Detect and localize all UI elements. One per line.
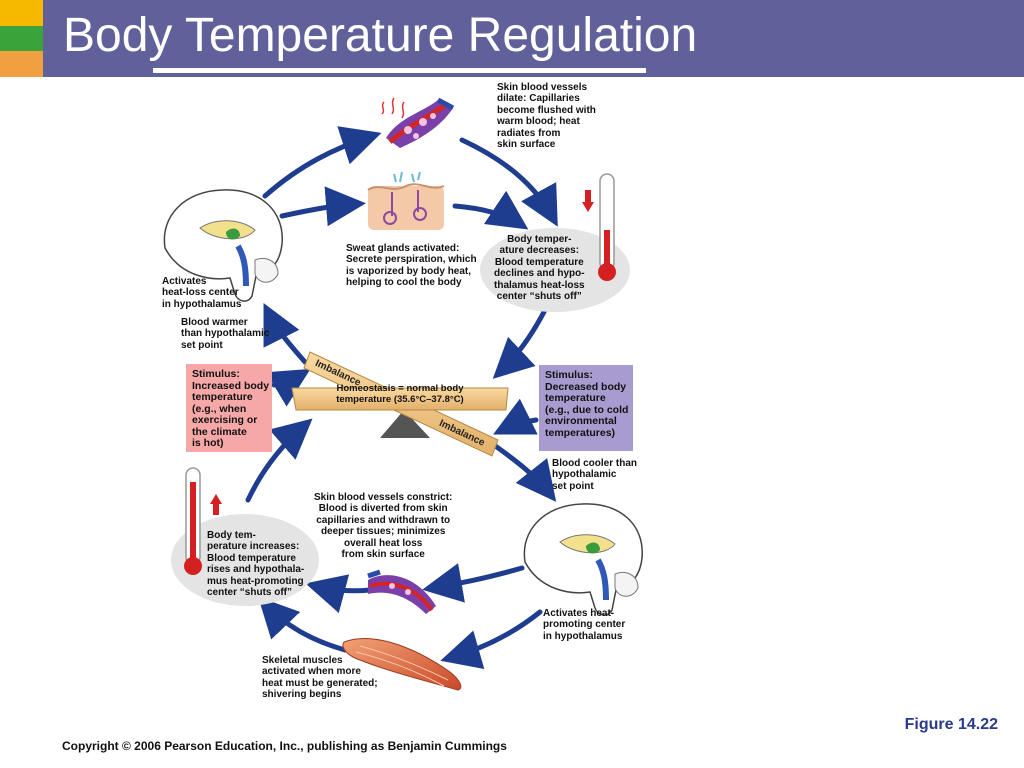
arrow-increase-to-balance: [245, 418, 313, 503]
thermometer-hot-icon: [171, 467, 319, 606]
copyright-text: Copyright © 2006 Pearson Education, Inc.…: [62, 739, 507, 753]
title-bar: [43, 0, 1024, 77]
homeostasis-def: = normal body: [395, 383, 464, 394]
accent-square-green: [0, 26, 43, 51]
stimulus-hot-heading: Stimulus:: [192, 368, 240, 380]
arrow-to-dilate: [262, 126, 382, 199]
label-sweat-glands: Sweat glands activated: Secrete perspira…: [346, 243, 477, 289]
homeostasis-range: temperature (35.6°C–37.8°C): [336, 394, 464, 405]
stimulus-cold-text: Decreased body temperature (e.g., due to…: [545, 380, 629, 439]
brain-icon-2: [523, 503, 643, 616]
sweat-gland-icon: [367, 171, 445, 230]
arrow-stim-cold: [493, 398, 539, 435]
arrow-constrict-to-increase: [305, 574, 373, 614]
arrow-down-icon: [582, 202, 594, 212]
accent-square-yellow: [0, 0, 43, 26]
dilated-capillaries-icon: [381, 97, 455, 148]
slide-title: Body Temperature Regulation: [63, 9, 698, 62]
arrow-decrease-to-balance: [492, 307, 548, 379]
figure-top-edge: [153, 68, 646, 73]
label-skin-vessels-dilate: Skin blood vessels dilate: Capillaries b…: [497, 82, 596, 151]
label-skeletal-muscles: Skeletal muscles activated when more hea…: [262, 655, 378, 701]
stimulus-cold-heading: Stimulus:: [545, 369, 593, 381]
label-blood-cooler: Blood cooler than hypothalamic set point: [552, 458, 637, 492]
label-blood-warmer: Blood warmer than hypothalamic set point: [181, 317, 270, 351]
arrow-muscle-to-increase: [258, 596, 348, 653]
arrow-up-icon: [210, 494, 222, 504]
seesaw-balance: [291, 351, 509, 457]
skeletal-muscle-icon: [342, 638, 462, 691]
label-heat-loss-center: Activates heat-loss center in hypothalam…: [162, 276, 242, 310]
brain-icon: [163, 189, 283, 302]
arrow-dilate-to-decrease: [459, 137, 558, 227]
label-skin-vessels-constrict: Skin blood vessels constrict: Blood is d…: [314, 492, 453, 561]
figure-label: Figure 14.22: [904, 716, 998, 733]
arrow-balance-to-brain2: [491, 442, 557, 502]
homeostasis-term: Homeostasis: [336, 383, 396, 394]
arrow-balance-to-brain: [263, 303, 308, 365]
arrow-to-sweat: [279, 186, 366, 227]
accent-square-orange: [0, 51, 43, 77]
constricted-capillaries-icon: [367, 569, 436, 614]
arrow-brain2-to-constrict: [422, 563, 525, 603]
arrow-brain2-to-muscle: [440, 609, 543, 669]
stimulus-hot-box: Stimulus:Increased body temperature (e.g…: [186, 364, 272, 452]
label-temp-increases: Body tem- perature increases: Blood temp…: [207, 530, 305, 599]
arrow-stim-hot: [265, 368, 311, 407]
label-heat-promoting-center: Activates heat- promoting center in hypo…: [543, 608, 626, 642]
stimulus-hot-text: Increased body temperature (e.g., when e…: [192, 379, 270, 449]
label-temp-decreases: Body temper- ature decreases: Blood temp…: [494, 234, 585, 303]
stimulus-cold-box: Stimulus:Decreased body temperature (e.g…: [539, 365, 633, 451]
thermometer-cold-icon: [480, 173, 630, 312]
cycle-arrows: [245, 126, 558, 669]
arrow-sweat-to-decrease: [452, 190, 529, 230]
